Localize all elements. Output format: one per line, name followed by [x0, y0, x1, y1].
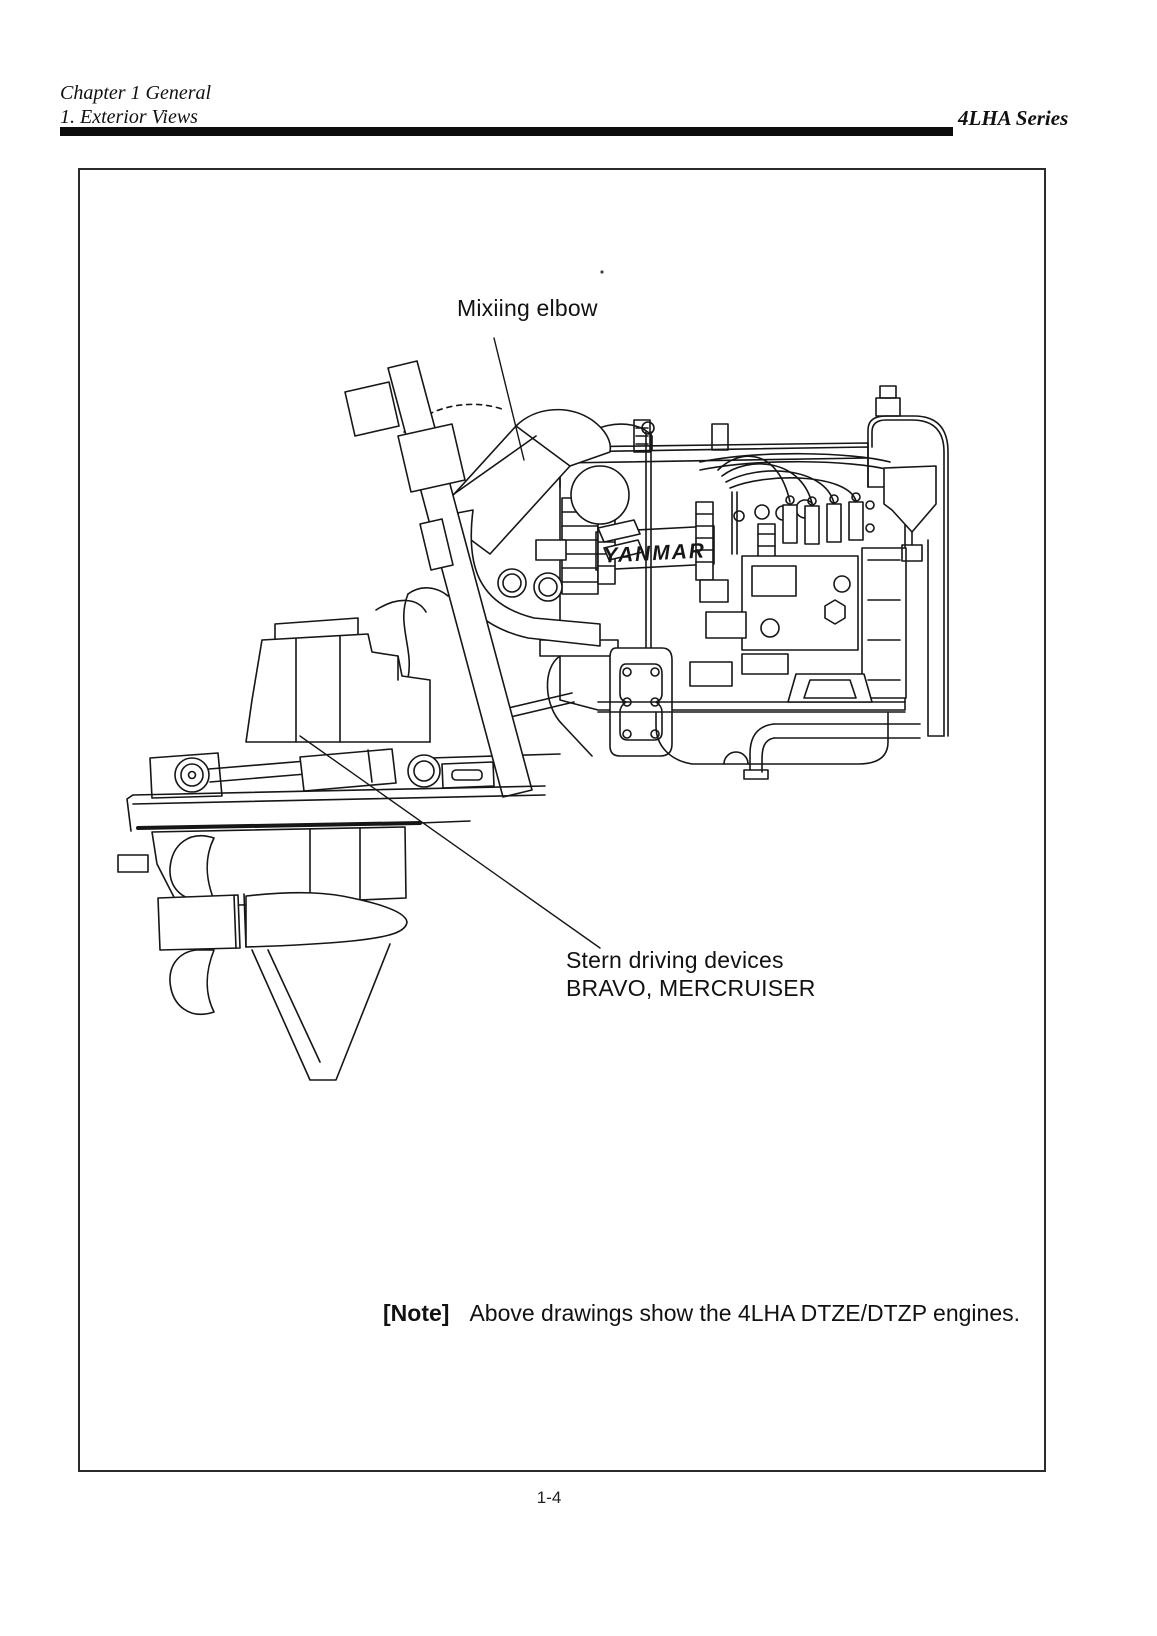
engine-block: [539, 385, 949, 780]
transom-board: [344, 360, 533, 798]
leader-lines: [299, 337, 601, 949]
engine-brand-text: YANMAR: [603, 539, 707, 567]
stern-drive-label-line1: Stern driving devices: [566, 947, 784, 973]
header-rule: [60, 127, 953, 136]
stern-drive: [117, 617, 546, 1081]
header-chapter: Chapter 1 General: [60, 82, 212, 104]
figure-frame: [78, 168, 1046, 1472]
header-section: 1. Exterior Views: [60, 106, 198, 128]
stern-drive-label-line2: BRAVO, MERCRUISER: [566, 975, 816, 1001]
note-text: Above drawings show the 4LHA DTZE/DTZP e…: [469, 1300, 1020, 1326]
print-speck: [600, 270, 604, 274]
mixing-elbow-label: Mixiing elbow: [457, 295, 598, 321]
header-series: 4LHA Series: [958, 106, 1069, 130]
stern-drive-label: Stern driving devices BRAVO, MERCRUISER: [566, 946, 816, 1002]
note-prefix: [Note]: [383, 1300, 450, 1326]
page-number: 1-4: [536, 1488, 562, 1507]
figure-note: [Note] Above drawings show the 4LHA DTZE/…: [383, 1300, 1020, 1327]
exhaust-hose: [449, 509, 644, 647]
